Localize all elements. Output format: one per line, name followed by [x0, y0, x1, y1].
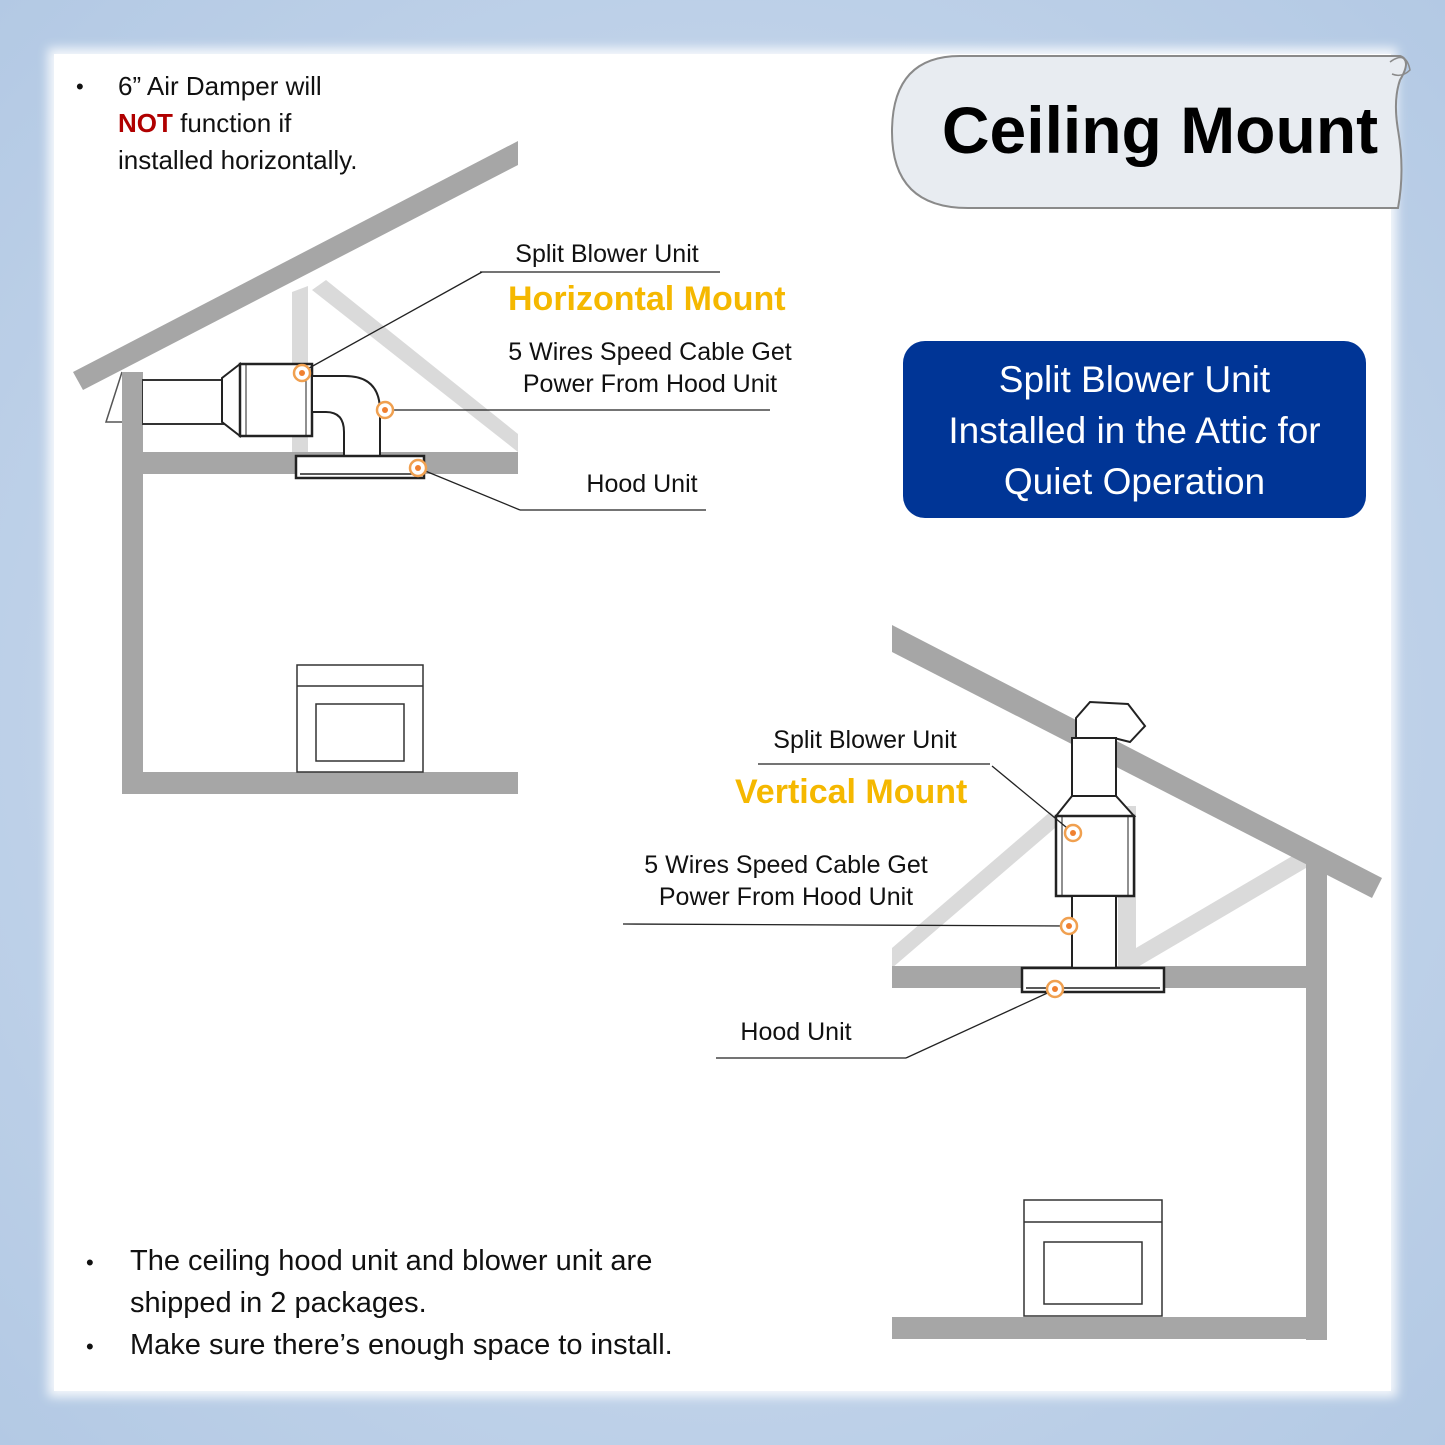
vertical-floor: [892, 1317, 1327, 1339]
top-note-bullet: •: [76, 74, 84, 99]
banner-curl: [1389, 56, 1411, 77]
horizontal-floor: [122, 772, 518, 794]
horizontal-mount-label: Horizontal Mount: [508, 280, 786, 318]
horizontal-roof: [73, 141, 518, 390]
top-note-emphasis: NOT: [118, 108, 173, 138]
vertical-roof-cap: [1075, 700, 1147, 744]
horizontal-blower-cone: [221, 361, 241, 439]
vertical-blower-cone: [1053, 795, 1137, 817]
info-box: Split Blower Unit Installed in the Attic…: [903, 341, 1366, 518]
vertical-blower-label: Split Blower Unit: [773, 726, 957, 754]
top-note-line3: installed horizontally.: [118, 145, 358, 175]
vertical-wall: [1306, 862, 1327, 1340]
horizontal-elbow: [311, 375, 381, 457]
horizontal-cable-line2: Power From Hood Unit: [522, 370, 778, 398]
horizontal-cable-marker: [375, 400, 395, 420]
vertical-cable-label: 5 Wires Speed Cable Get Power From Hood …: [626, 849, 946, 913]
top-note: 6” Air Damper will NOT function if insta…: [118, 68, 357, 179]
horizontal-hood-marker: [408, 458, 428, 478]
bottom-note-1-line1: The ceiling hood unit and blower unit ar…: [130, 1245, 653, 1277]
vertical-mount-label: Vertical Mount: [735, 773, 968, 811]
vertical-hood-marker: [1045, 979, 1065, 999]
vertical-oven-window: [1043, 1241, 1143, 1305]
vertical-pipe: [1071, 895, 1117, 969]
vertical-roof: [892, 625, 1382, 898]
vertical-house: [622, 625, 1382, 1340]
bottom-note-2: Make sure there’s enough space to instal…: [130, 1324, 673, 1366]
bottom-note-bullet-1: •: [86, 1250, 94, 1275]
page-title: Ceiling Mount: [941, 93, 1379, 167]
horizontal-eave: [104, 371, 123, 423]
horizontal-blower-marker: [292, 363, 312, 383]
bottom-note-bullet-2: •: [86, 1334, 94, 1359]
horizontal-wall: [122, 372, 143, 794]
info-box-line1: Split Blower Unit: [998, 359, 1271, 400]
horizontal-oven-window: [315, 703, 405, 762]
bottom-note-1: The ceiling hood unit and blower unit ar…: [130, 1240, 652, 1324]
vertical-truss-right: [1136, 848, 1306, 968]
vertical-duct: [1071, 737, 1117, 797]
info-box-line3: Quiet Operation: [1003, 461, 1266, 502]
bottom-note-1-line2: shipped in 2 packages.: [130, 1287, 427, 1319]
top-note-line1: 6” Air Damper will: [118, 71, 322, 101]
info-box-line2: Installed in the Attic for: [948, 410, 1321, 451]
top-note-line2-rest: function if: [172, 108, 292, 138]
title-banner: [890, 55, 1407, 209]
horizontal-cable-label: 5 Wires Speed Cable Get Power From Hood …: [490, 336, 810, 400]
horizontal-blower-label: Split Blower Unit: [515, 240, 699, 268]
vertical-truss-left: [892, 812, 1062, 968]
horizontal-truss-right: [312, 280, 518, 452]
vertical-blower-marker: [1063, 823, 1083, 843]
horizontal-hood-label: Hood Unit: [586, 470, 698, 498]
bottom-note-2-line1: Make sure there’s enough space to instal…: [130, 1329, 673, 1361]
horizontal-cable-line1: 5 Wires Speed Cable Get: [508, 338, 792, 366]
vertical-hood-label: Hood Unit: [740, 1018, 852, 1046]
vertical-cable-line1: 5 Wires Speed Cable Get: [644, 851, 928, 879]
vertical-cable-line2: Power From Hood Unit: [658, 883, 914, 911]
vertical-cable-marker: [1059, 916, 1079, 936]
horizontal-house: [73, 141, 770, 794]
top-note-line2: NOT function if: [118, 105, 357, 142]
